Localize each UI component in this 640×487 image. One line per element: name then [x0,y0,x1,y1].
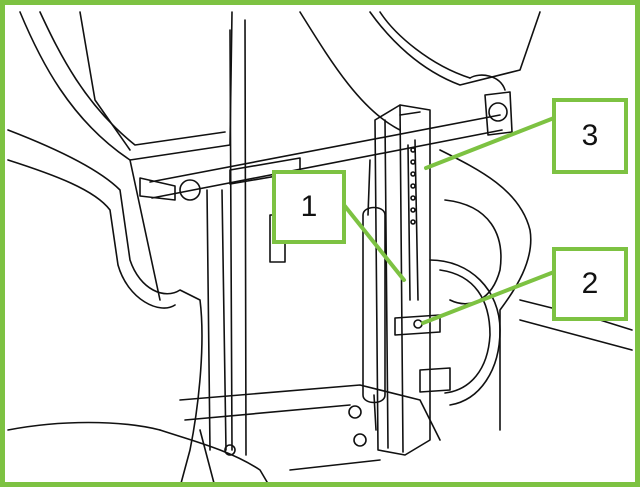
callout-label-3: 3 [581,119,599,152]
callout-label-2: 2 [581,267,599,300]
callout-label-1: 1 [300,190,318,223]
callout-box-3: 3 [552,98,628,174]
lower-base [7,384,441,487]
callout-leaders [342,116,556,325]
callout-box-2: 2 [552,247,628,321]
vertical-bracket-assembly [348,104,451,456]
leader-1 [342,203,406,282]
callout-box-1: 1 [272,170,346,244]
leader-3 [424,116,556,170]
left-frame-body [7,19,247,487]
leader-2 [421,270,556,325]
